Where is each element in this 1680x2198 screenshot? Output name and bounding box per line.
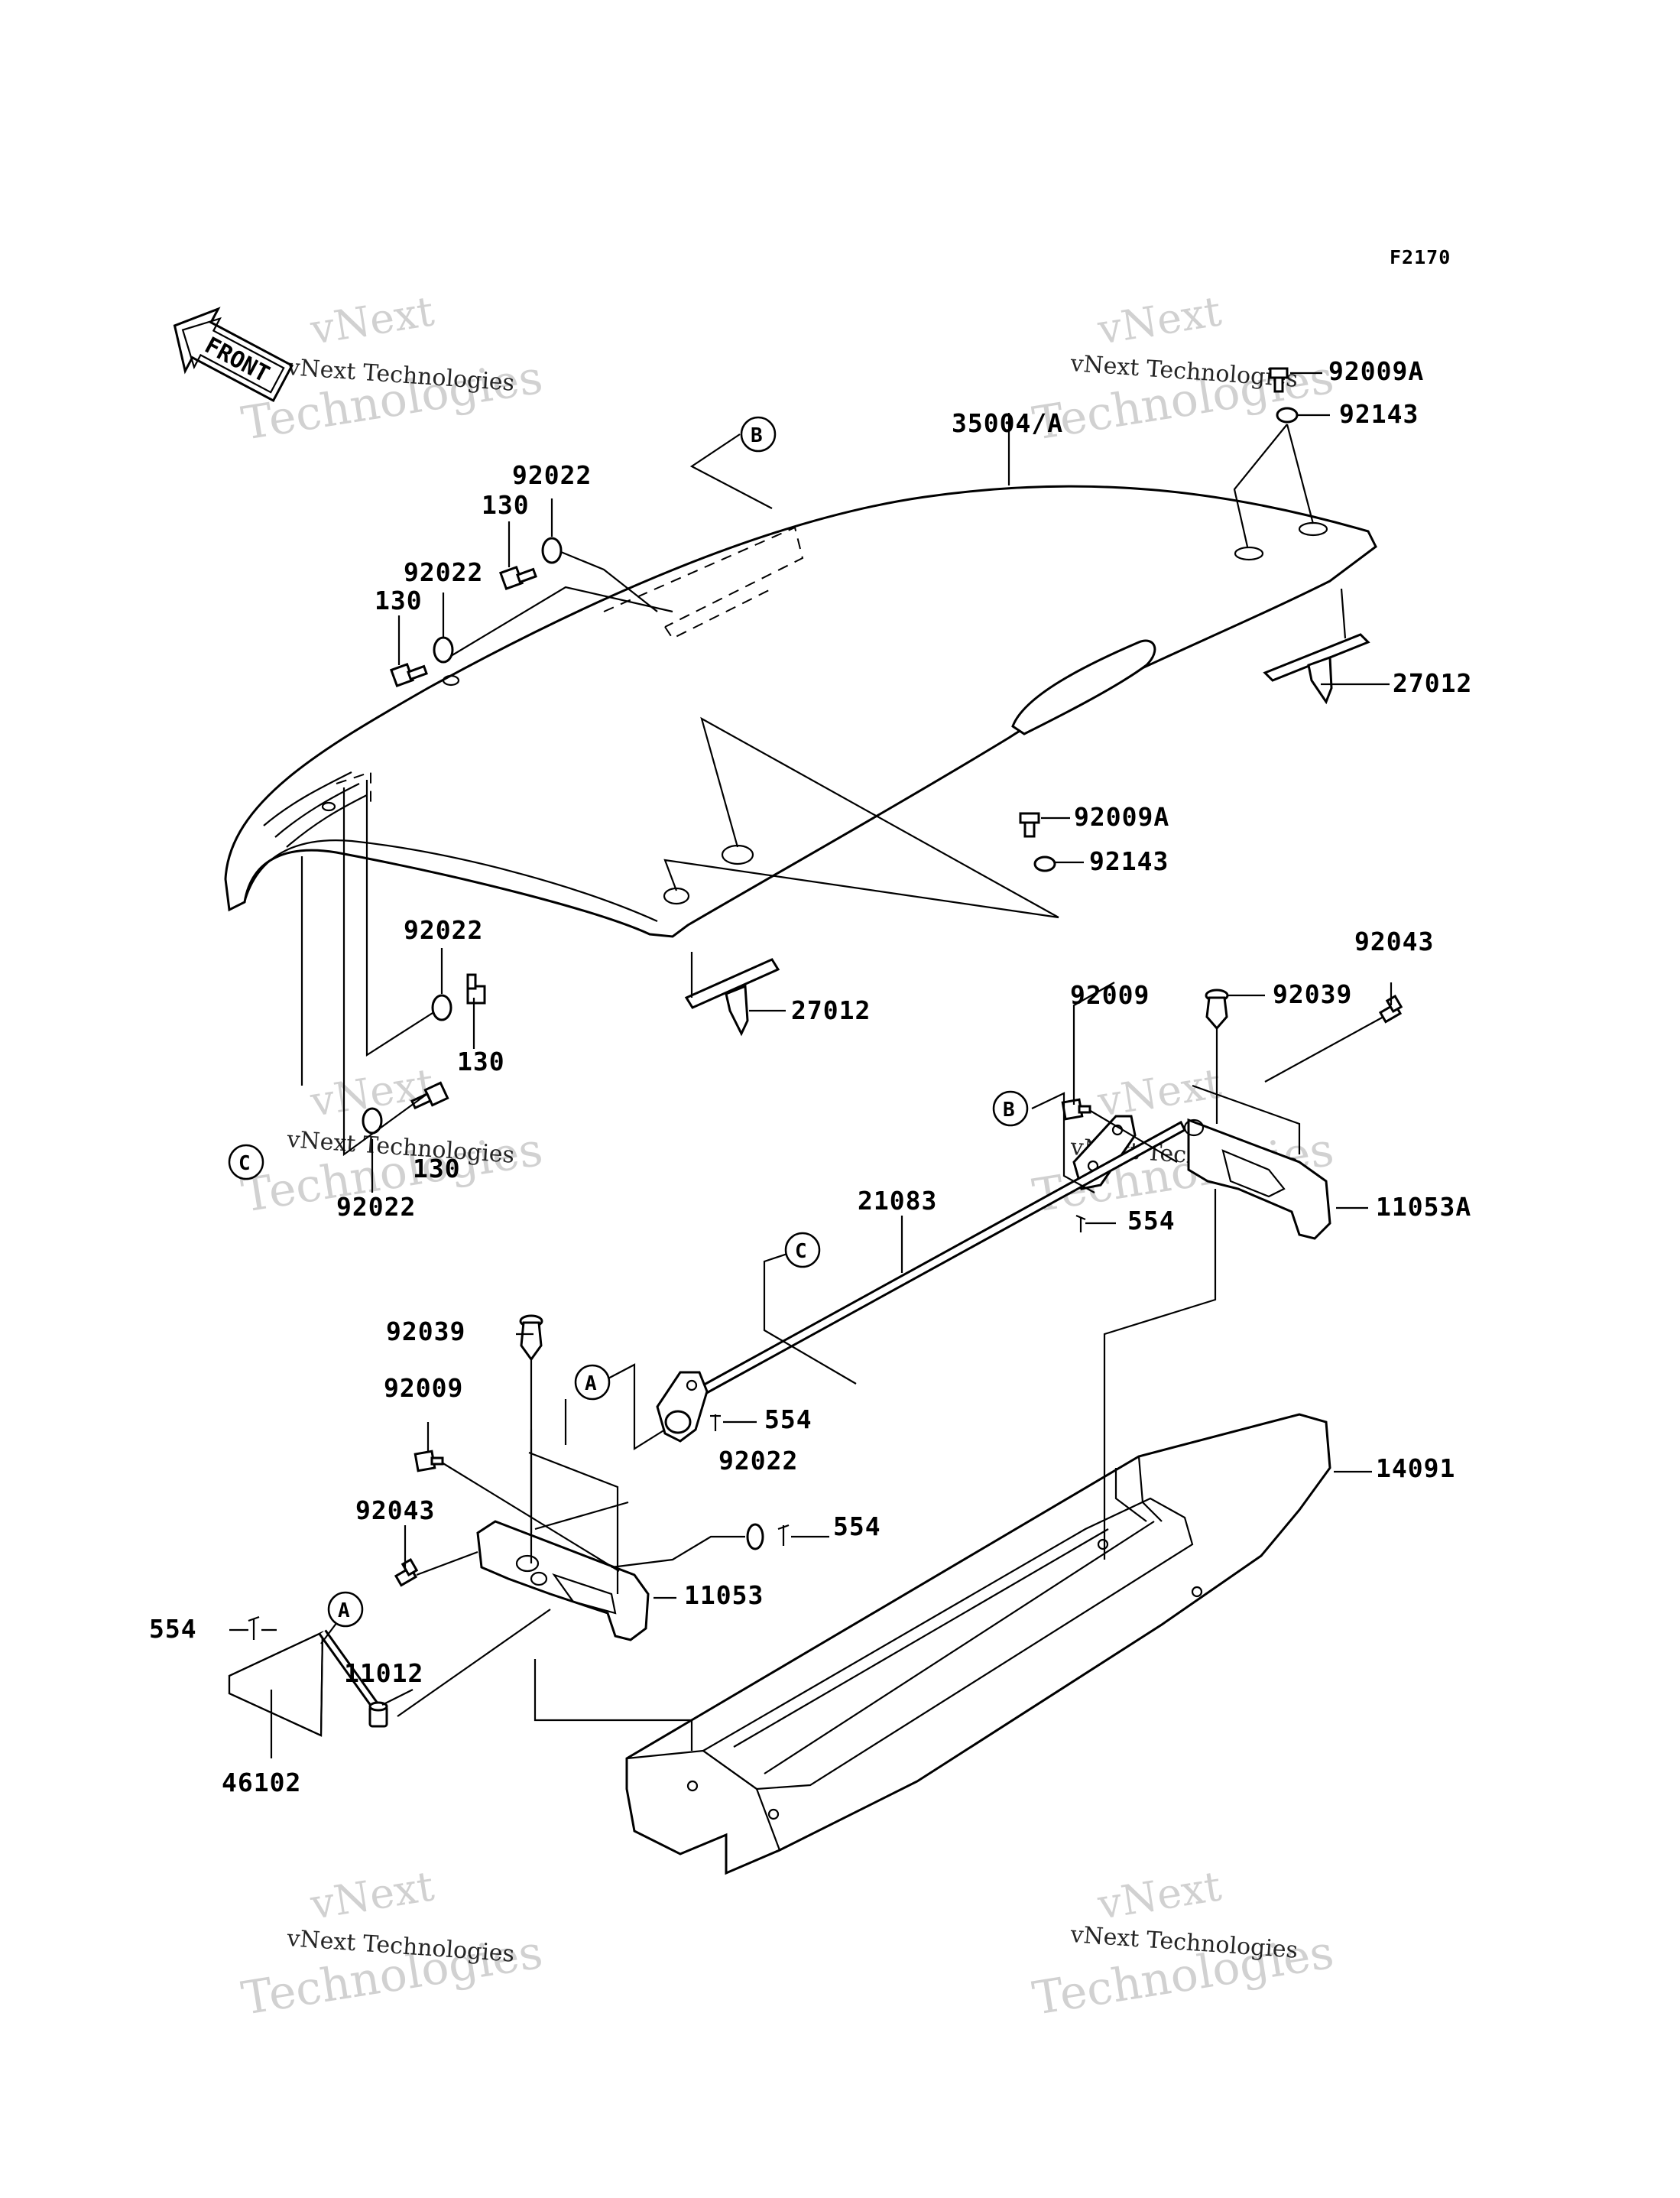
label-92022-b: 92022: [404, 557, 483, 587]
washer-92022-left: [746, 1523, 764, 1550]
watermark-bottom-right: vNext Technologies vNext Technologies: [1029, 1862, 1337, 2026]
label-554-left: 554: [833, 1511, 881, 1541]
svg-text:C: C: [238, 1152, 251, 1175]
watermark-top-right: vNext Technologies vNext Technologies: [1029, 287, 1337, 451]
washer-92143-mid: [1033, 855, 1056, 872]
label-46102: 46102: [222, 1768, 301, 1797]
pin-554-far-left: [248, 1615, 260, 1640]
ref-circle-a-center: A: [574, 1364, 611, 1401]
svg-text:vNext: vNext: [1094, 287, 1224, 354]
label-554-right: 554: [1127, 1206, 1176, 1235]
washer-92143-top: [1276, 407, 1299, 424]
label-130-a: 130: [482, 490, 530, 520]
label-92043-left: 92043: [355, 1495, 435, 1525]
figure-code: F2170: [1390, 246, 1451, 268]
label-554-center: 554: [764, 1404, 812, 1434]
label-92009-right: 92009: [1070, 980, 1150, 1010]
label-130-c: 130: [457, 1047, 505, 1076]
label-92009-left: 92009: [384, 1373, 463, 1403]
label-14091: 14091: [1376, 1453, 1455, 1483]
pin-554-left: [777, 1524, 790, 1546]
label-92039-right: 92039: [1273, 979, 1352, 1009]
label-92143-mid: 92143: [1089, 846, 1169, 876]
pin-554-right: [1075, 1214, 1086, 1232]
clip-92039-right: [1205, 989, 1229, 1031]
clip-92039-left: [519, 1314, 543, 1362]
bolt-130-a: [498, 565, 537, 591]
ref-circle-c-left: C: [228, 1144, 264, 1180]
svg-text:A: A: [338, 1599, 350, 1622]
watermark-bottom-left: vNext Technologies vNext Technologies: [238, 1862, 546, 2026]
label-35004A: 35004/A: [952, 408, 1063, 438]
label-27012-center: 27012: [791, 995, 871, 1025]
ref-circle-a-left: A: [327, 1591, 364, 1628]
label-130-d: 130: [413, 1154, 461, 1183]
bolt-130-d: [410, 1081, 449, 1110]
cap-11012: [368, 1701, 388, 1728]
screw-92043-left: [394, 1558, 419, 1587]
bracket-11053-part: [476, 1520, 650, 1641]
label-92022-left: 92022: [718, 1446, 798, 1476]
svg-text:C: C: [795, 1240, 807, 1263]
prop-rod-46102: [228, 1629, 378, 1737]
washer-92022-c: [431, 994, 452, 1021]
bolt-92009-left: [414, 1450, 444, 1472]
svg-text:B: B: [751, 424, 763, 447]
label-130-b: 130: [375, 586, 423, 615]
svg-text:vNext: vNext: [306, 287, 437, 354]
leader-lines: [229, 372, 1393, 1758]
label-92043-right: 92043: [1354, 927, 1434, 956]
washer-92022-b: [433, 636, 454, 664]
top-cover-part: [224, 485, 1377, 938]
plate-a-left: [656, 1371, 709, 1443]
bolt-92009A-mid: [1019, 812, 1040, 838]
bolt-130-b: [389, 662, 428, 688]
ref-circle-b-right: B: [992, 1090, 1029, 1127]
bolt-92009-right: [1061, 1098, 1091, 1121]
label-92022-a: 92022: [512, 460, 592, 490]
lower-tray-14091: [625, 1413, 1331, 1875]
bracket-27012-center: [684, 958, 780, 1037]
label-92009A-mid: 92009A: [1074, 802, 1169, 832]
label-554-far-left: 554: [149, 1614, 197, 1644]
plate-b-right: [1072, 1115, 1137, 1190]
label-11012: 11012: [344, 1658, 423, 1688]
bolt-130-c: [466, 973, 486, 1005]
label-11053: 11053: [684, 1580, 764, 1610]
label-92022-c: 92022: [404, 915, 483, 945]
label-92039-left: 92039: [386, 1317, 465, 1346]
bracket-27012-right: [1263, 633, 1370, 705]
svg-text:vNext: vNext: [306, 1862, 437, 1929]
pin-554-center: [710, 1414, 721, 1431]
ref-circle-c-center: C: [784, 1232, 821, 1268]
label-11053A: 11053A: [1376, 1192, 1471, 1222]
label-92009A-top: 92009A: [1328, 356, 1424, 386]
label-92143-top: 92143: [1339, 399, 1419, 429]
label-21083: 21083: [858, 1186, 937, 1216]
bolt-92009A-top: [1269, 367, 1289, 393]
ref-circle-b-top: B: [740, 416, 777, 453]
washer-92022-a: [541, 537, 563, 564]
label-92022-d: 92022: [336, 1192, 416, 1222]
svg-text:vNext: vNext: [1094, 1059, 1224, 1126]
svg-text:A: A: [585, 1372, 597, 1395]
svg-text:B: B: [1003, 1099, 1015, 1122]
label-27012-right: 27012: [1393, 668, 1472, 698]
svg-text:vNext: vNext: [1094, 1862, 1224, 1929]
